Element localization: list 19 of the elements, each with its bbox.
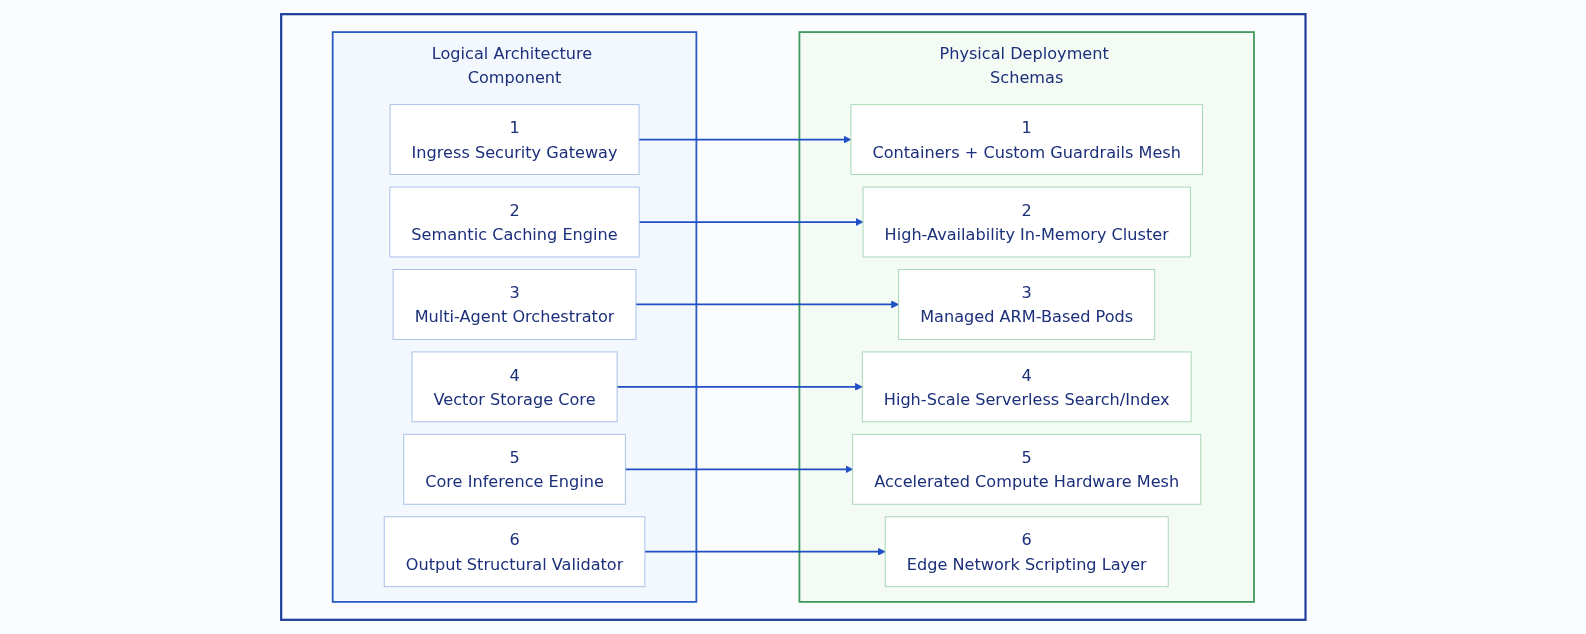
- node-box: 4 High-Scale Serverless Search/Index: [861, 351, 1192, 423]
- node-box: 5 Core Inference Engine: [402, 433, 626, 505]
- node-box: 6 Edge Network Scripting Layer: [884, 516, 1169, 588]
- node-box: 5 Accelerated Compute Hardware Mesh: [851, 433, 1201, 505]
- arrow: [643, 547, 886, 556]
- node-box: 1 Containers + Custom Guardrails Mesh: [850, 104, 1203, 175]
- arrow: [637, 218, 864, 226]
- arrow: [634, 300, 899, 309]
- arrow: [624, 465, 853, 474]
- node-box: 2 Semantic Caching Engine: [389, 186, 640, 258]
- arrow: [615, 382, 863, 391]
- node-box: 2 High-Availability In-Memory Cluster: [862, 186, 1191, 258]
- node-box: 3 Multi-Agent Orchestrator: [392, 269, 637, 340]
- node-box: 3 Managed ARM-Based Pods: [897, 269, 1155, 340]
- node-box: 1 Ingress Security Gateway: [389, 104, 640, 175]
- arrow: [637, 135, 851, 144]
- cluster: [279, 13, 1307, 621]
- node-box: 4 Vector Storage Core: [411, 351, 618, 423]
- node-box: 6 Output Structural Validator: [383, 516, 645, 588]
